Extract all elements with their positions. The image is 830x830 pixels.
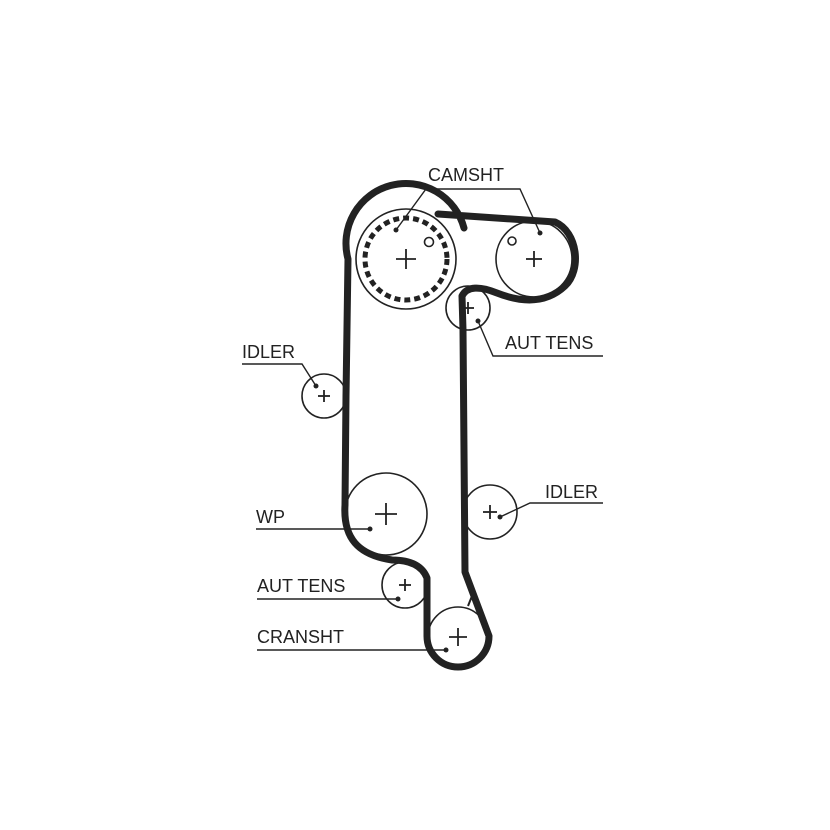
label-water-pump: WP	[256, 507, 285, 527]
label-aut-tens-bottom: AUT TENS	[257, 576, 345, 596]
label-idler-right: IDLER	[545, 482, 598, 502]
label-camshaft: CAMSHT	[428, 165, 504, 185]
timing-hole-right	[507, 236, 517, 246]
leader-idler-left	[242, 363, 317, 387]
camshaft-pulley-left	[355, 208, 457, 310]
timing-belt	[341, 180, 579, 671]
timing-mark-ring	[362, 215, 450, 303]
leader-camshaft	[395, 188, 513, 231]
leader-aut-tens-top	[477, 320, 603, 357]
timing-hole	[423, 236, 435, 248]
idler-pulley-right	[462, 484, 518, 540]
label-aut-tens-top: AUT TENS	[505, 333, 593, 353]
idler-pulley-left	[301, 373, 347, 419]
leader-camshaft-right	[513, 188, 541, 234]
label-idler-left: IDLER	[242, 342, 295, 362]
label-crankshaft: CRANSHT	[257, 627, 344, 647]
leader-idler-right	[499, 502, 603, 518]
